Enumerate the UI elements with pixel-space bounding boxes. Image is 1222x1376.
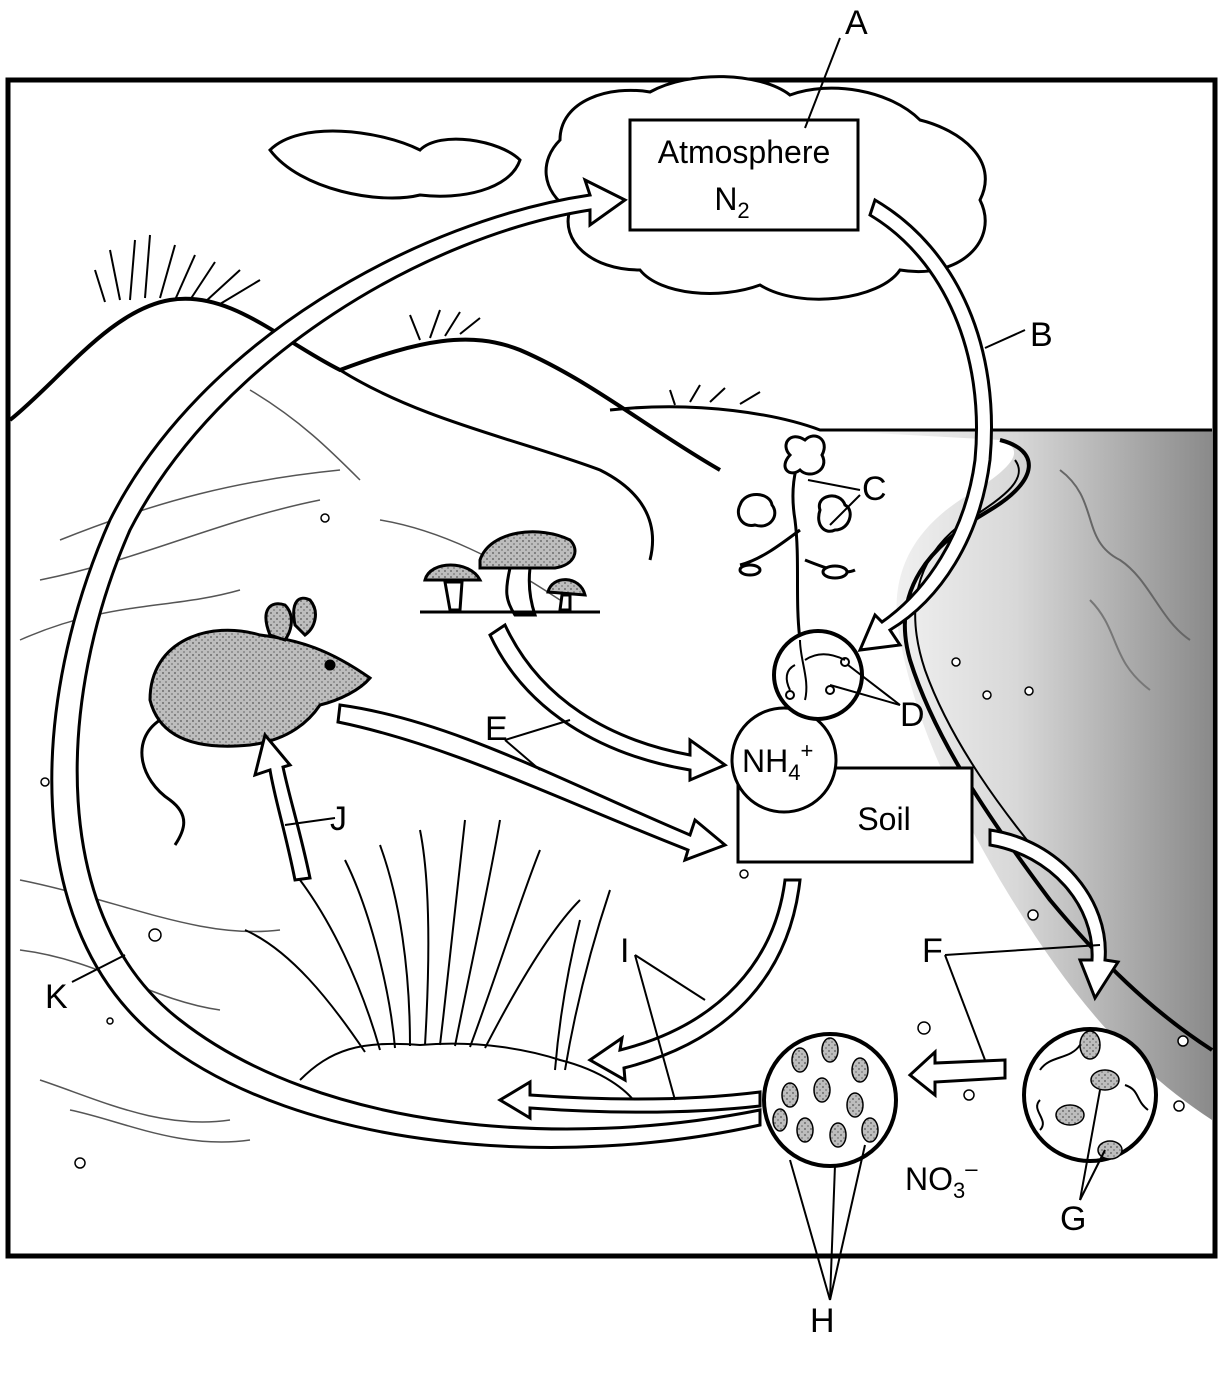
- nitrogen-gas-main: N: [714, 181, 737, 217]
- soil-label: Soil: [857, 801, 910, 837]
- ammonium-sup: +: [800, 738, 813, 763]
- nitrogen-gas-sub: 2: [737, 198, 749, 223]
- label-j: J: [330, 800, 347, 838]
- label-g: G: [1060, 1200, 1086, 1238]
- label-i: I: [620, 932, 629, 970]
- nitrate-sub: 3: [953, 1178, 965, 1203]
- label-b: B: [1030, 316, 1053, 354]
- label-f: F: [922, 932, 943, 970]
- label-d: D: [900, 696, 925, 734]
- ammonium-sub: 4: [788, 760, 800, 785]
- label-e: E: [485, 710, 508, 748]
- nitrate-main: NO: [905, 1161, 953, 1197]
- label-k: K: [45, 978, 68, 1016]
- nitrate-sup: –: [965, 1156, 978, 1181]
- ammonium-main: NH: [742, 743, 788, 779]
- label-h: H: [810, 1302, 835, 1340]
- label-a: A: [845, 4, 868, 42]
- label-c: C: [862, 470, 887, 508]
- atmosphere-label: Atmosphere: [658, 134, 831, 170]
